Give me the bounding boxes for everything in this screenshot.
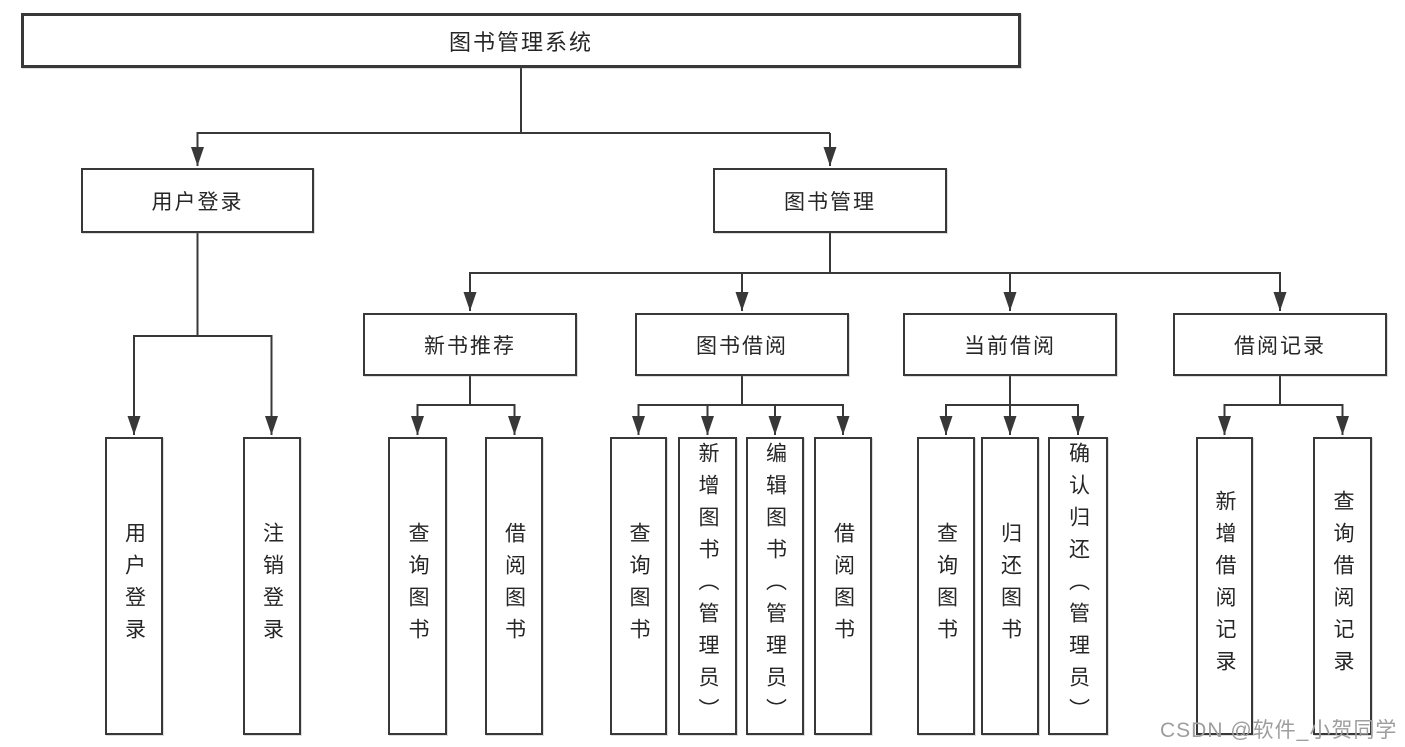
connector-group: [127, 68, 1349, 435]
leaf-user-login: 用户登录: [105, 437, 163, 735]
leaf-query-borrow-record: 查询借阅记录: [1313, 437, 1372, 735]
leaf-query-books-current: 查询图书: [917, 437, 975, 735]
leaf-confirm-return-admin: 确认归还（管理员）: [1048, 437, 1108, 735]
watermark-csdn: CSDN @软件_小贺同学: [1160, 719, 1398, 742]
leaf-borrow-books-borrowing: 借阅图书: [814, 437, 872, 735]
leaf-edit-books-admin: 编辑图书（管理员）: [746, 437, 804, 735]
node-borrowing-records: 借阅记录: [1173, 313, 1387, 376]
leaf-query-books-newbook: 查询图书: [388, 437, 447, 735]
node-new-book-recommend: 新书推荐: [363, 313, 577, 376]
leaf-borrow-books-newbook: 借阅图书: [485, 437, 543, 735]
leaf-return-books: 归还图书: [981, 437, 1039, 735]
leaf-add-borrow-record: 新增借阅记录: [1196, 437, 1253, 735]
leaf-add-books-admin: 新增图书（管理员）: [678, 437, 737, 735]
leaf-logout: 注销登录: [243, 437, 301, 735]
node-current-borrowing: 当前借阅: [903, 313, 1117, 376]
node-library-system: 图书管理系统: [21, 13, 1021, 68]
node-user-login: 用户登录: [81, 168, 314, 233]
node-book-management: 图书管理: [713, 168, 947, 233]
node-book-borrowing: 图书借阅: [635, 313, 849, 376]
leaf-query-books-borrowing: 查询图书: [610, 437, 667, 735]
